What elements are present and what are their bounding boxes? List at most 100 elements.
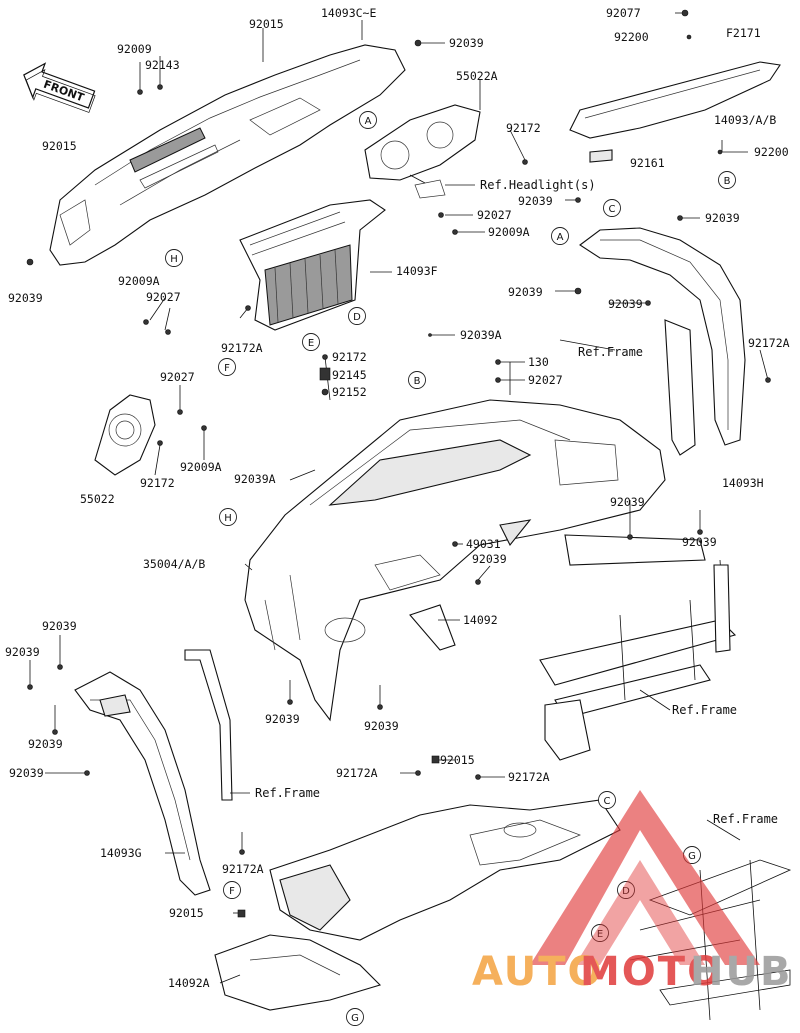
part-label: 92027	[160, 370, 195, 384]
left-fender	[74, 671, 211, 896]
part-label: 92172A	[508, 770, 550, 784]
part-label: 35004/A/B	[143, 557, 205, 571]
part-label: 14092A	[168, 976, 210, 990]
reference-labels: F2171 Ref.Headlight(s) Ref.Frame Ref.Fra…	[255, 26, 778, 826]
part-label: 92077	[606, 6, 641, 20]
part-label: 92039	[265, 712, 300, 726]
fasteners	[26, 9, 771, 918]
callout-H-1: H	[165, 249, 183, 267]
callout-markers: A A B B C C D D E E F F G G H H	[165, 111, 736, 1026]
watermark-moto: MOTO	[580, 949, 723, 995]
callout-A-2: A	[551, 227, 569, 245]
grille-14093F	[239, 199, 386, 331]
callout-B-1: B	[718, 171, 736, 189]
part-label: 92039	[608, 297, 643, 311]
svg-text:A: A	[365, 116, 372, 127]
part-label: 92145	[332, 368, 367, 382]
rear-frame	[539, 559, 737, 761]
svg-text:E: E	[308, 338, 314, 349]
svg-text:C: C	[604, 796, 611, 807]
svg-text:F: F	[224, 363, 230, 374]
part-label: 92015	[440, 753, 475, 767]
callout-G-2: G	[346, 1008, 364, 1026]
callout-H-2: H	[219, 508, 237, 526]
headlight-bracket	[364, 104, 481, 199]
watermark: AUTO MOTO HUB	[472, 790, 792, 995]
part-label: 92009A	[118, 274, 160, 288]
part-label: 14093C~E	[321, 6, 376, 20]
part-label: 92152	[332, 385, 367, 399]
part-label: 49031	[466, 537, 501, 551]
frame-brackets	[184, 534, 706, 801]
part-label: 14093F	[396, 264, 438, 278]
part-label: 92172A	[748, 336, 790, 350]
part-label: 92039	[472, 552, 507, 566]
part-label: 92039	[518, 194, 553, 208]
watermark-hub: HUB	[690, 949, 792, 995]
lower-floor-pan	[214, 799, 621, 1011]
part-labels: 92077 92200 14093C~E 92015 92039 92009 9…	[5, 6, 790, 990]
part-label: 92039	[508, 285, 543, 299]
part-label: 92027	[146, 290, 181, 304]
part-label: 92172A	[222, 862, 264, 876]
part-label: 92200	[754, 145, 789, 159]
right-side-panel	[579, 227, 746, 456]
upper-cowl	[49, 44, 406, 266]
callout-B-2: B	[408, 371, 426, 389]
part-label: 92039	[610, 495, 645, 509]
callout-C-2: C	[598, 791, 616, 809]
part-label: 14093/A/B	[714, 113, 776, 127]
leader-lines	[29, 12, 769, 984]
part-label: 92039	[9, 766, 44, 780]
callout-F-2: F	[223, 881, 241, 899]
svg-text:F: F	[229, 886, 235, 897]
part-label: 14093G	[100, 846, 142, 860]
main-body-35004	[244, 399, 666, 722]
part-label: 92039A	[460, 328, 502, 342]
part-label: 92015	[42, 139, 77, 153]
part-label: 92172	[140, 476, 175, 490]
callout-A-1: A	[359, 111, 377, 129]
part-label: 92039	[364, 719, 399, 733]
ref-frame-4: Ref.Frame	[713, 812, 778, 826]
part-label: 92172	[506, 121, 541, 135]
part-label: 92172	[332, 350, 367, 364]
svg-text:E: E	[597, 929, 603, 940]
ref-frame-2: Ref.Frame	[672, 703, 737, 717]
part-label: 92009A	[488, 225, 530, 239]
part-label: 92039	[705, 211, 740, 225]
part-label: 55022A	[456, 69, 498, 83]
part-label: 92027	[528, 373, 563, 387]
svg-text:G: G	[688, 851, 696, 862]
part-label: 92015	[249, 17, 284, 31]
figure-code: F2171	[726, 26, 761, 40]
svg-text:D: D	[353, 312, 361, 323]
svg-text:H: H	[170, 254, 178, 265]
svg-text:C: C	[609, 204, 616, 215]
part-label: 92039	[42, 619, 77, 633]
svg-text:B: B	[724, 176, 731, 187]
callout-C-1: C	[603, 199, 621, 217]
part-label: 92161	[630, 156, 665, 170]
callout-D-2: D	[617, 881, 635, 899]
part-label: 92039	[682, 535, 717, 549]
watermark-auto: AUTO	[472, 949, 604, 995]
part-label: 92143	[145, 58, 180, 72]
callout-D-1: D	[348, 307, 366, 325]
part-label: 92039	[28, 737, 63, 751]
part-label: 130	[528, 355, 549, 369]
svg-text:G: G	[351, 1013, 359, 1024]
part-label: 92039	[5, 645, 40, 659]
part-label: 92015	[169, 906, 204, 920]
ref-frame-3: Ref.Frame	[255, 786, 320, 800]
callout-F-1: F	[218, 358, 236, 376]
part-label: 92200	[614, 30, 649, 44]
part-label: 92172A	[336, 766, 378, 780]
svg-text:B: B	[414, 376, 421, 387]
ref-headlight: Ref.Headlight(s)	[480, 178, 596, 192]
part-label: 92009	[117, 42, 152, 56]
part-label: 55022	[80, 492, 115, 506]
top-panel	[569, 61, 781, 163]
svg-text:A: A	[557, 232, 564, 243]
part-label: 14093H	[722, 476, 764, 490]
